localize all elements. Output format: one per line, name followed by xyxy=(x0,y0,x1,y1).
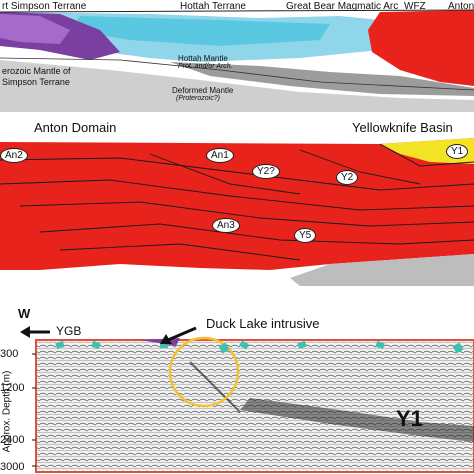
deformed-mantle-wedge xyxy=(170,62,474,96)
mantle-note-line2: Simpson Terrane xyxy=(2,77,70,87)
seismic-frame xyxy=(35,339,474,473)
interpretation-graphic xyxy=(0,138,474,286)
terrane-label-anton: Anton xyxy=(448,1,474,12)
anton-domain-body xyxy=(0,138,474,270)
hottah-mantle-line1: Hottah Mantle xyxy=(178,54,228,63)
depth-axis-ticks xyxy=(32,353,36,467)
deformed-mantle-line1: Deformed Mantle xyxy=(172,86,234,95)
terrane-label-simpson: rt Simpson Terrane xyxy=(2,1,87,12)
depth-axis-label: Approx. Depth (m) xyxy=(1,370,13,453)
tag-an3: An3 xyxy=(212,218,240,233)
simpson-upper xyxy=(0,14,70,44)
depth-tick-2400: 2400 xyxy=(0,434,25,446)
terrane-label-great-bear: Great Bear Magmatic Arc xyxy=(286,1,399,12)
y1-reflector-label: Y1 xyxy=(396,406,423,431)
interpretation-section: Anton Domain Yellowknife Basin An2 An1 Y… xyxy=(0,114,474,286)
mantle-note-line1: erozoic Mantle of xyxy=(2,66,71,76)
ygb-label: YGB xyxy=(56,324,82,338)
compass-west: W xyxy=(18,306,31,321)
depth-tick-1200: 1200 xyxy=(0,382,25,394)
structure-lines xyxy=(0,143,474,261)
surface-line xyxy=(0,9,474,13)
surface-marks xyxy=(55,340,464,354)
ygb-arrow-icon xyxy=(20,326,50,338)
basement-grey xyxy=(290,254,474,286)
tag-y1: Y1 xyxy=(446,144,469,159)
lower-mantle xyxy=(0,60,474,112)
tag-y5: Y5 xyxy=(294,228,317,243)
seismic-graphic xyxy=(20,326,474,473)
intrusive-circle xyxy=(168,336,240,408)
terrane-section-graphic xyxy=(0,0,474,112)
terrane-cross-section: rt Simpson Terrane Hottah Terrane Great … xyxy=(0,0,474,112)
tag-an1: An1 xyxy=(206,148,234,163)
intrusive-arrow-icon xyxy=(160,326,197,344)
seismic-profile: W YGB Duck Lake intrusive Y1 300 1200 24… xyxy=(0,302,474,474)
tag-y2: Y2 xyxy=(336,170,359,185)
tag-y2q: Y2? xyxy=(252,164,280,179)
hottah-core xyxy=(70,16,330,46)
anton-domain-title: Anton Domain xyxy=(34,120,117,135)
depth-tick-3000: 3000 xyxy=(0,461,25,473)
anton-block xyxy=(368,10,474,86)
deformed-mantle-line2: (Proterozoic?) xyxy=(176,95,220,102)
moho-line xyxy=(0,57,474,91)
y1-reflector-band xyxy=(240,398,474,442)
terrane-label-wfz: WFZ xyxy=(404,1,426,12)
hottah-mantle-line2: Prot. and/or Arch. xyxy=(178,63,233,70)
duck-lake-label: Duck Lake intrusive xyxy=(206,316,320,331)
dipping-reflector xyxy=(189,361,241,413)
tag-an2: An2 xyxy=(0,148,28,163)
yellowknife-basin-title: Yellowknife Basin xyxy=(352,120,453,135)
terrane-label-hottah: Hottah Terrane xyxy=(180,1,246,12)
depth-tick-300: 300 xyxy=(0,348,19,360)
